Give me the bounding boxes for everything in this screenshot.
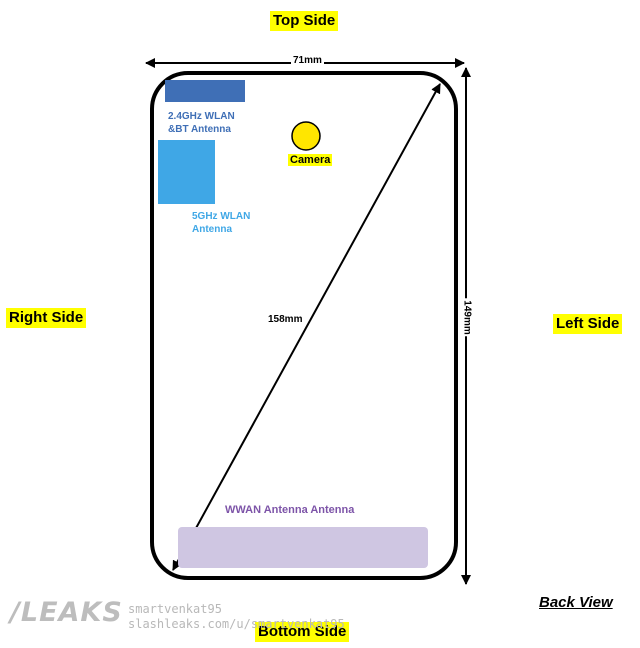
phone-outline: [150, 71, 458, 580]
camera-label: Camera: [288, 154, 333, 166]
watermark-logo: /LEAKS: [10, 597, 123, 628]
back-view-label: Back View: [539, 594, 613, 611]
diagonal-dimension-label: 158mm: [268, 314, 303, 325]
bottom-side-label: Bottom Side: [255, 622, 350, 642]
wlan24-label-line1: 2.4GHz WLAN: [168, 111, 235, 122]
height-dimension-label: 149mm: [461, 298, 473, 337]
wwan-antenna-label: WWAN Antenna Antenna: [225, 504, 355, 516]
wlan5-label-line1: 5GHz WLAN: [192, 211, 251, 222]
wlan5-label-line2: Antenna: [192, 224, 232, 235]
width-dimension-label: 71mm: [291, 55, 324, 66]
camera-circle: [291, 121, 321, 151]
wlan5-antenna-block: [158, 140, 215, 204]
wlan24-antenna-label: 2.4GHz WLAN &BT Antenna: [168, 110, 235, 136]
wlan24-label-line2: &BT Antenna: [168, 124, 231, 135]
left-side-label: Left Side: [553, 314, 623, 334]
watermark-handle: smartvenkat95: [128, 602, 222, 616]
wlan5-antenna-label: 5GHz WLAN Antenna: [192, 210, 250, 236]
watermark-url: slashleaks.com/u/smartvenkat95: [128, 617, 345, 631]
wwan-antenna-block: [178, 527, 428, 568]
top-side-label: Top Side: [270, 11, 339, 31]
wlan24-antenna-block: [165, 80, 245, 102]
right-side-label: Right Side: [6, 308, 87, 328]
diagonal-arrow: [172, 83, 441, 571]
